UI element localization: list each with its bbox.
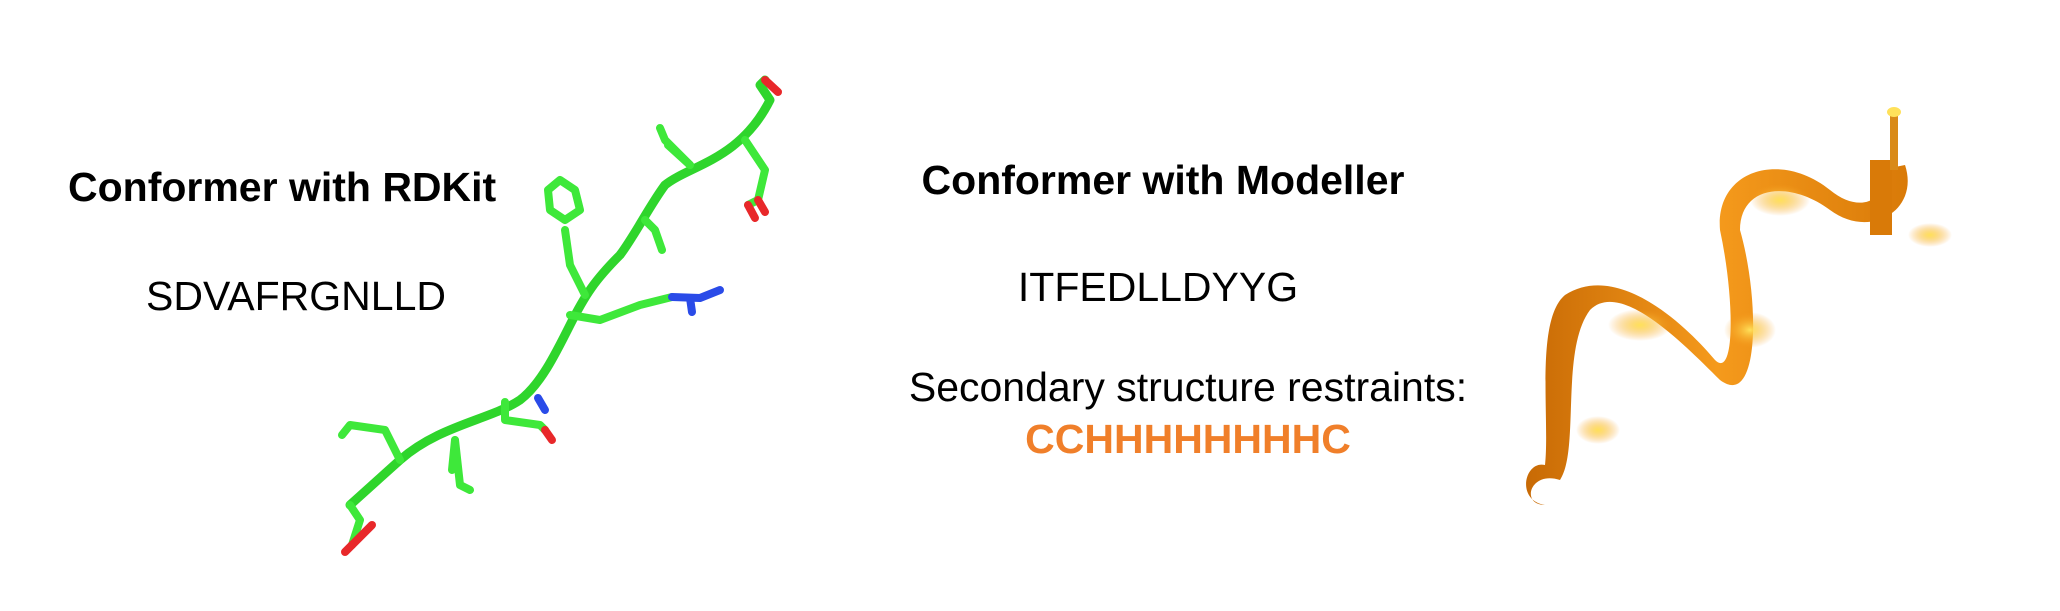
oxygen-atom bbox=[744, 201, 759, 222]
nitrogen-atom bbox=[668, 286, 724, 302]
nitrogen-atom bbox=[686, 294, 696, 316]
side-chain bbox=[338, 421, 404, 464]
side-chain bbox=[448, 436, 459, 474]
peptide-backbone bbox=[345, 75, 775, 510]
restraints-sequence: CCHHHHHHHHC bbox=[1025, 416, 1351, 462]
restraints-label: Secondary structure restraints: bbox=[908, 364, 1468, 410]
rdkit-sequence: SDVAFRGNLLD bbox=[146, 273, 446, 319]
oxygen-atom bbox=[754, 196, 769, 216]
phenyl-ring bbox=[544, 176, 584, 224]
oxygen-atom bbox=[341, 541, 356, 556]
side-chain bbox=[561, 226, 589, 299]
oxygen-atom bbox=[348, 521, 376, 549]
oxygen-atom bbox=[541, 426, 556, 444]
side-chain bbox=[664, 141, 694, 169]
rdkit-title: Conformer with RDKit bbox=[68, 164, 497, 210]
side-chain bbox=[641, 216, 666, 254]
side-chain bbox=[566, 293, 676, 324]
oxygen-atom bbox=[761, 76, 782, 96]
side-chain bbox=[346, 501, 364, 549]
nitrogen-atom bbox=[534, 394, 549, 414]
side-chain bbox=[741, 136, 769, 209]
helix-ribbon bbox=[1526, 107, 1952, 505]
modeller-title: Conformer with Modeller bbox=[921, 157, 1405, 203]
modeller-sequence: ITFEDLLDYYG bbox=[1017, 264, 1299, 310]
